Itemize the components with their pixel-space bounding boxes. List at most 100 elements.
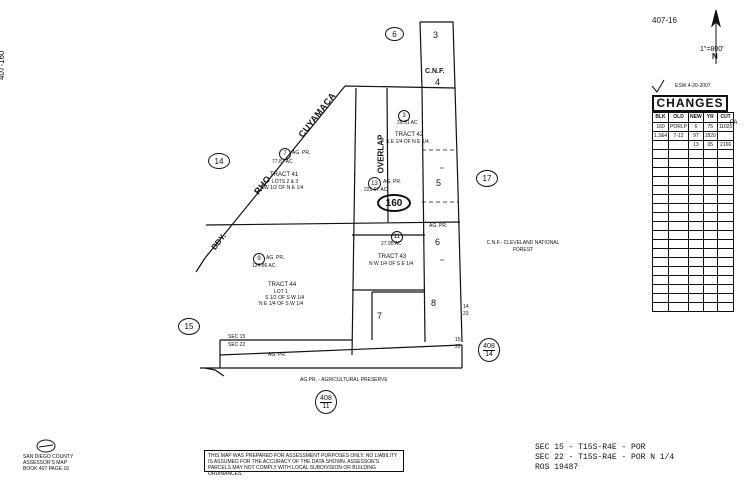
changes-row — [651, 284, 735, 294]
section-description: SEC 15 - T15S-R4E - POR SEC 22 - T15S-R4… — [535, 443, 674, 473]
changes-col-header: BLK — [651, 112, 670, 123]
north-label: N — [712, 52, 718, 61]
adjacent-page-408-14: 408 14 — [478, 338, 500, 362]
sec-line-1: SEC 15 - T15S-R4E - POR — [535, 443, 646, 452]
changes-row — [651, 203, 735, 213]
changes-cell: 97 — [688, 131, 704, 141]
overlap-label: OVERLAP — [376, 134, 386, 174]
ros-number: ROS 19487 — [535, 463, 579, 472]
tract-43-agpr: AG. PR. — [429, 223, 448, 229]
parcel-4: 4 — [435, 77, 441, 87]
changes-cell: 6 — [688, 122, 704, 132]
corner-23: 23 — [463, 311, 469, 317]
sec-line-2: SEC 22 - T15S-R4E - POR N 1/4 — [535, 453, 675, 462]
changes-cell: 1,3&4 — [651, 131, 670, 141]
parcel-13-acres: 221.97 AC — [364, 187, 388, 193]
changes-row: 13 05 2166 — [651, 140, 735, 150]
adjacent-book-15-label: 15 — [184, 322, 194, 331]
tract-41-name: TRACT 41 — [270, 172, 299, 178]
parcel-13-circle-label: 13 — [371, 180, 378, 187]
changes-row — [651, 230, 735, 240]
changes-grid: BLK OLD NEW YR CUT 160 PORLP 6 75 11020 … — [651, 112, 735, 312]
page-408b-label: 408 — [320, 394, 332, 403]
changes-header-row: BLK OLD NEW YR CUT — [651, 112, 735, 123]
tract-44-circle: 9 — [253, 253, 265, 265]
page-11-label: 11 — [322, 402, 330, 410]
parcel-13-agpr: AG. PR. — [383, 179, 402, 185]
tract-44-line2: S 1/2 OF S W 1/4 — [265, 295, 305, 301]
esw-date: ESW 4-20-2007 — [675, 83, 711, 89]
changes-row: 160 PORLP 6 75 11020 — [651, 122, 735, 132]
changes-title: CHANGES — [652, 95, 728, 112]
tract-44-circle-label: 9 — [257, 256, 261, 262]
tract-41-line1: LOTS 2 & 3 — [272, 179, 299, 185]
tract-44-name: TRACT 44 — [268, 282, 297, 288]
tract-42-circle-label: 3 — [402, 113, 406, 119]
changes-cell: 75 — [702, 122, 718, 132]
tract-43-circle: 11 — [391, 231, 403, 243]
adjacent-book-14: 14 — [208, 153, 230, 169]
adjacent-book-15: 15 — [178, 318, 200, 335]
parcel-13-circle: 13 — [368, 177, 381, 190]
disclaimer-box: THIS MAP WAS PREPARED FOR ASSESSMENT PUR… — [204, 450, 404, 477]
parcel-7: 7 — [377, 311, 383, 321]
parcel-160-label: 160 — [385, 197, 403, 209]
changes-cell: 7-12 — [668, 131, 690, 141]
tract-42-name: TRACT 42 — [395, 132, 424, 138]
tract-44-line3: N E 1/4 OF S W 1/4 — [259, 301, 304, 307]
page-ref-left: 407-160 — [0, 50, 6, 80]
sec22-label: SEC 22 — [228, 342, 246, 348]
changes-row — [651, 149, 735, 159]
tract-42-circle: 3 — [398, 110, 410, 122]
changes-cell: 2166 — [716, 140, 735, 150]
changes-row — [651, 302, 735, 312]
changes-cell: 05 — [702, 140, 718, 150]
sec15-label: SEC 15 — [228, 334, 246, 340]
changes-cell — [716, 131, 735, 141]
parcel-8: 8 — [431, 298, 437, 308]
changes-pa: PA — [730, 120, 738, 126]
scale-label: 1"=800' — [700, 46, 724, 53]
tract-41-acres: 77.87 AC — [272, 159, 293, 165]
changes-cell — [651, 140, 670, 150]
cnf-side-label: C.N.F.- CLEVELAND NATIONAL FOREST — [486, 240, 560, 253]
tract-43-line1: N W 1/4 OF S E 1/4 — [369, 261, 414, 267]
parcel-5: 5 — [436, 178, 442, 188]
changes-row — [651, 248, 735, 258]
corner-14: 14 — [463, 304, 469, 310]
parcel-3: 3 — [433, 30, 439, 40]
ag-pr-legend: AG.PR. - AGRICULTURAL PRESERVE — [300, 377, 388, 383]
changes-row — [651, 185, 735, 195]
county-line3: BOOK 407 PAGE 16 — [23, 466, 70, 472]
changes-cell: 13 — [688, 140, 704, 150]
changes-row — [651, 293, 735, 303]
changes-row — [651, 266, 735, 276]
tract-41-agpr: AG. PR. — [292, 150, 311, 156]
parcel-160-oval: 160 — [377, 194, 411, 212]
tract-41-circle: 7 — [279, 148, 291, 160]
cnf-top-label: C.N.F. — [425, 68, 445, 75]
adjacent-book-6: 6 — [385, 27, 404, 41]
tract-43-name: TRACT 43 — [378, 254, 407, 260]
changes-cell — [668, 140, 690, 150]
adjacent-book-14-label: 14 — [214, 156, 224, 166]
changes-row — [651, 221, 735, 231]
county-line1: SAN DIEGO COUNTY — [23, 454, 74, 460]
tract-41-circle-label: 7 — [283, 151, 287, 157]
changes-cell: 1820 — [702, 131, 718, 141]
tract-43-circle-label: 11 — [393, 234, 401, 240]
ag-pr-bottom: AG. PR. — [268, 352, 287, 358]
changes-row — [651, 194, 735, 204]
tract-44-acres: 124.86 AC — [252, 263, 276, 269]
adjacent-book-6-label: 6 — [392, 29, 397, 39]
corner-22: 22 — [455, 344, 461, 350]
changes-row — [651, 167, 735, 177]
changes-col-header: YR — [702, 112, 718, 123]
changes-col-header: NEW — [688, 112, 704, 123]
corner-15: 15 — [455, 337, 461, 343]
tract-42-line1: S E 1/4 OF N E 1/4 — [386, 139, 429, 145]
changes-row — [651, 257, 735, 267]
tract-44-agpr: AG. PR. — [266, 255, 285, 261]
county-line2: ASSESSOR'S MAP — [23, 460, 68, 466]
adjacent-book-17-label: 17 — [482, 174, 492, 183]
